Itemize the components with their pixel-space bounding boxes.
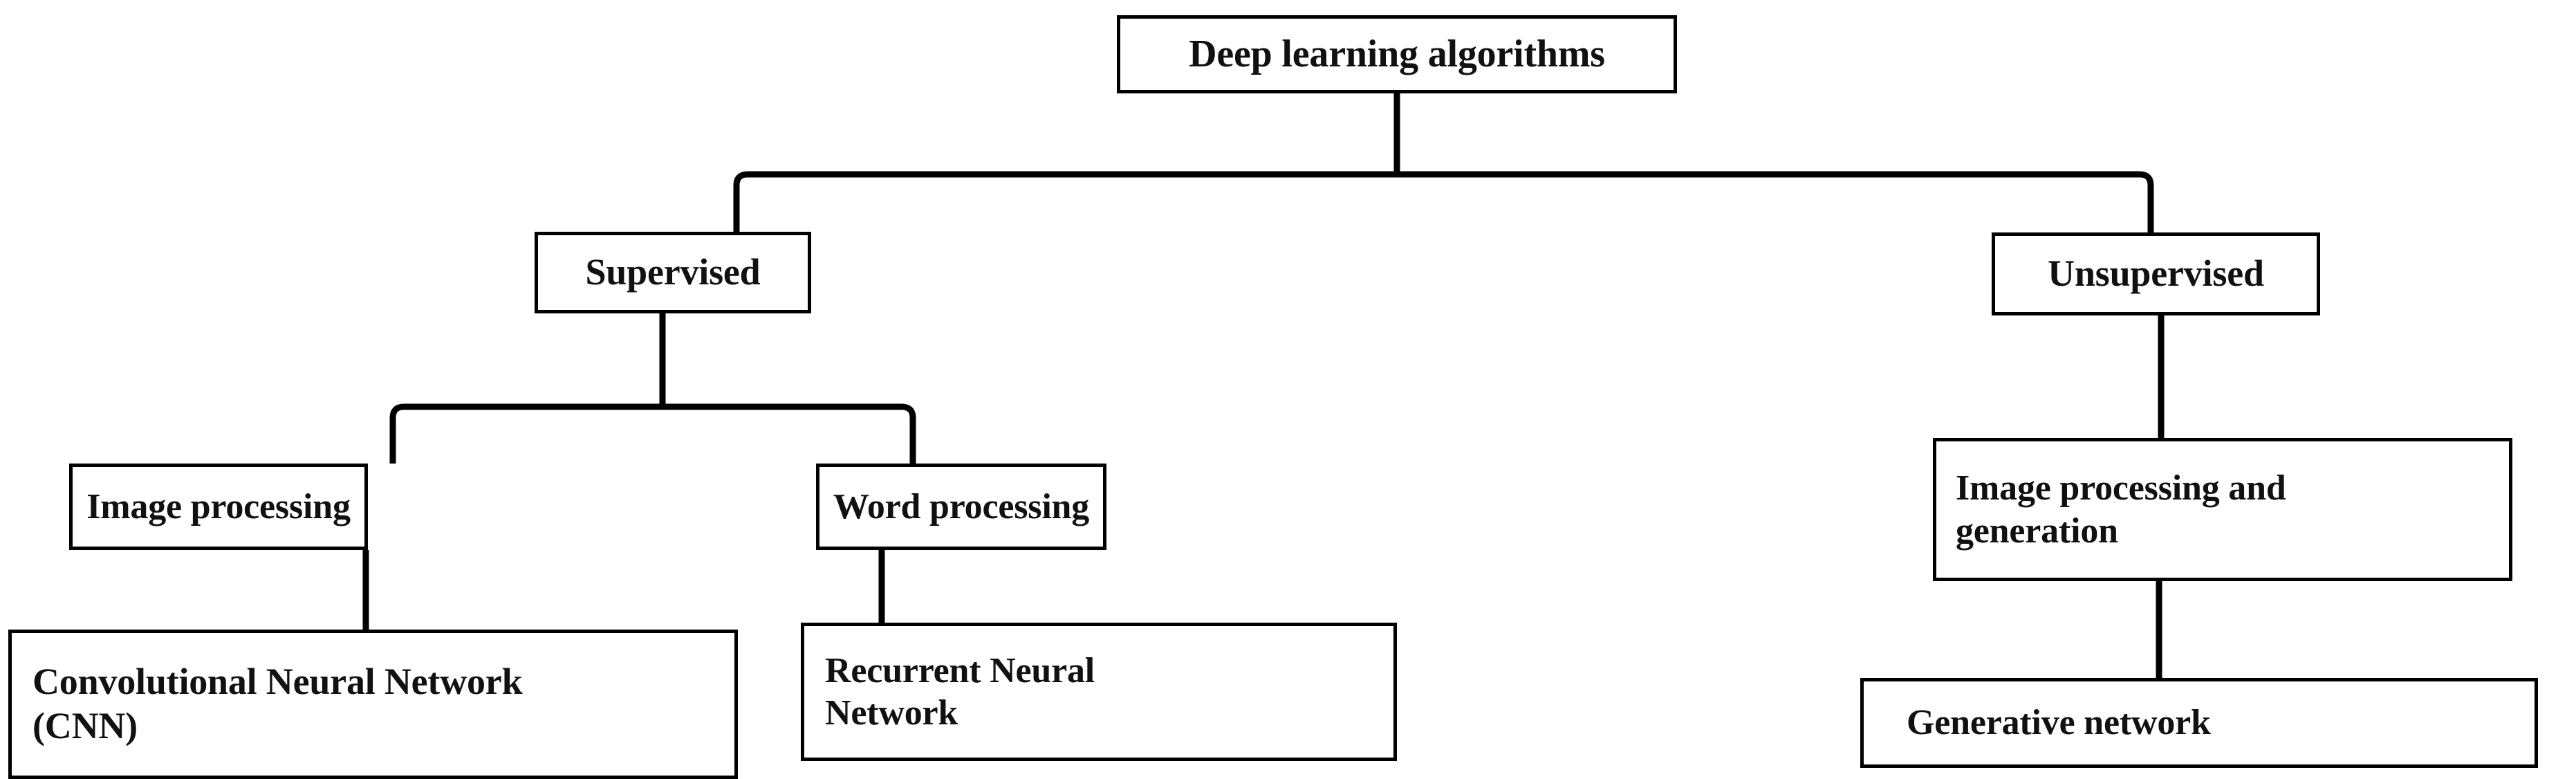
node-supervised[interactable]: Supervised [535,232,811,313]
node-label: Supervised [585,251,761,293]
node-label: Recurrent Neural Network [825,650,1095,733]
node-word-processing[interactable]: Word processing [816,464,1106,550]
edge-supervised-bus [389,403,916,464]
node-label: Image processing [86,486,351,526]
node-label: Convolutional Neural Network (CNN) [33,661,523,746]
node-image-processing[interactable]: Image processing [69,464,368,550]
node-label: Generative network [1907,703,2211,743]
node-generative-network[interactable]: Generative network [1860,678,2538,768]
node-label: Unsupervised [2048,253,2264,295]
node-deep-learning-algorithms[interactable]: Deep learning algorithms [1117,15,1677,93]
node-label: Image processing and generation [1956,468,2286,551]
edge-root-bus [733,171,2154,232]
node-label: Deep learning algorithms [1189,33,1605,76]
node-recurrent-neural-network[interactable]: Recurrent Neural Network [801,623,1397,761]
node-label: Word processing [833,486,1090,526]
node-unsupervised[interactable]: Unsupervised [1992,232,2320,315]
node-image-processing-and-generation[interactable]: Image processing and generation [1933,438,2512,581]
node-convolutional-neural-network[interactable]: Convolutional Neural Network (CNN) [8,630,738,779]
